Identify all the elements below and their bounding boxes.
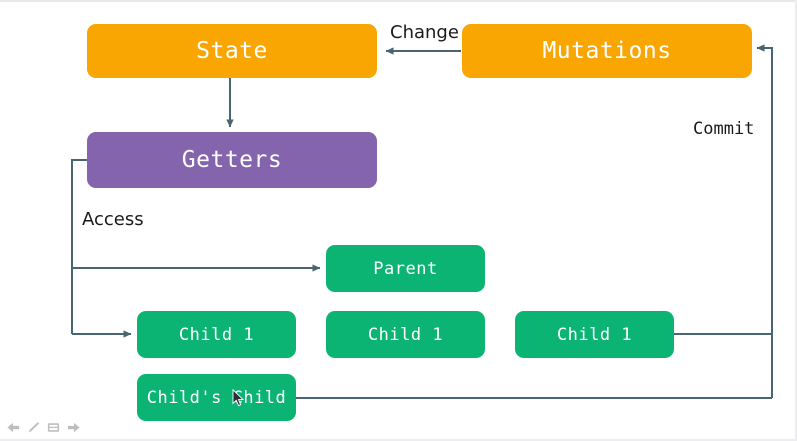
node-child-a[interactable]: Child 1 (137, 311, 296, 358)
node-child-c[interactable]: Child 1 (515, 311, 674, 358)
connector-access-trunk (71, 159, 88, 334)
node-mutations-label: Mutations (542, 38, 672, 64)
slide-top-border (0, 0, 797, 2)
slide-right-border (795, 0, 797, 441)
node-child-a-label: Child 1 (178, 324, 255, 345)
slide-toolbar[interactable] (6, 420, 81, 435)
right-arrow-icon[interactable] (66, 420, 81, 435)
node-mutations[interactable]: Mutations (462, 24, 752, 78)
node-state-label: State (196, 38, 268, 64)
node-childs-child-label: Child's Child (146, 387, 287, 408)
label-commit: Commit (693, 119, 755, 139)
node-getters-label: Getters (181, 147, 283, 173)
node-childs-child[interactable]: Child's Child (137, 374, 296, 421)
node-child-b-label: Child 1 (367, 324, 444, 345)
connector-commit-trunk (756, 44, 773, 398)
label-access: Access (82, 209, 144, 230)
slide-bottom-border (0, 439, 797, 441)
slide-icon[interactable] (46, 420, 61, 435)
node-parent-label: Parent (373, 258, 438, 279)
pen-icon[interactable] (26, 420, 41, 435)
node-parent[interactable]: Parent (326, 245, 485, 292)
node-child-c-label: Child 1 (556, 324, 633, 345)
label-change: Change (390, 22, 459, 43)
left-arrow-icon[interactable] (6, 420, 21, 435)
node-getters[interactable]: Getters (87, 132, 377, 188)
node-child-b[interactable]: Child 1 (326, 311, 485, 358)
node-state[interactable]: State (87, 24, 377, 78)
